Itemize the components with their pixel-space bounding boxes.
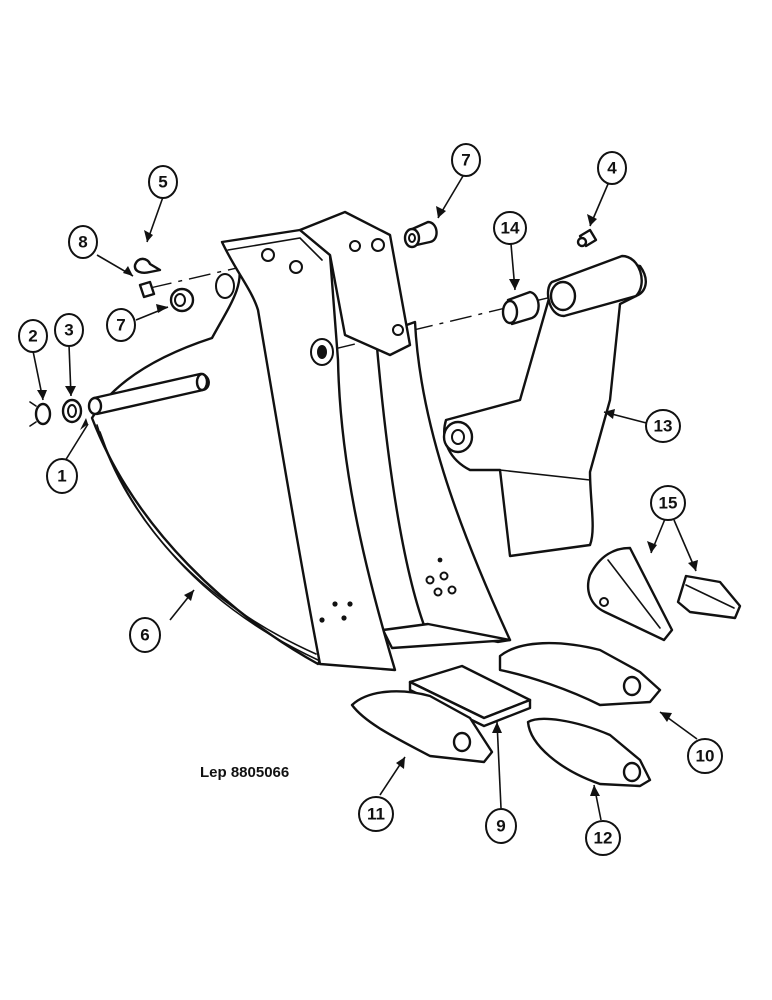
callout-4-label: 4 bbox=[607, 159, 617, 178]
plate-bolt-holes bbox=[319, 557, 457, 623]
ripper-shank bbox=[442, 254, 647, 558]
bucket-back-plate bbox=[374, 320, 512, 650]
callout-14: 14 bbox=[493, 211, 527, 245]
callout-13-label: 13 bbox=[654, 417, 673, 436]
callout-4: 4 bbox=[597, 151, 627, 185]
bucket-front-plate bbox=[220, 228, 397, 672]
adaptor bbox=[586, 546, 674, 642]
grease-fitting bbox=[576, 228, 598, 248]
callout-6: 6 bbox=[129, 617, 161, 653]
callout-2-label: 2 bbox=[28, 327, 37, 346]
pivot-pin bbox=[87, 372, 210, 416]
callout-15: 15 bbox=[650, 485, 686, 521]
arrowheads bbox=[37, 206, 698, 796]
callout-11-label: 11 bbox=[367, 805, 385, 824]
callout-8-label: 8 bbox=[78, 233, 87, 252]
callout-5: 5 bbox=[148, 165, 178, 199]
callout-11: 11 bbox=[358, 796, 394, 832]
callout-1-label: 1 bbox=[57, 467, 66, 486]
tooth-12 bbox=[526, 717, 652, 788]
tooth-11 bbox=[350, 690, 494, 764]
callout-10-label: 10 bbox=[696, 747, 715, 766]
callout-10: 10 bbox=[687, 738, 723, 774]
circlip bbox=[29, 401, 52, 427]
callout-7-lower-label: 7 bbox=[116, 316, 125, 335]
rear-mounting-lug bbox=[298, 210, 412, 357]
split-pin bbox=[133, 257, 162, 274]
bush-14 bbox=[501, 290, 540, 326]
callout-15-label: 15 bbox=[659, 494, 678, 513]
tooth-10 bbox=[498, 641, 662, 707]
callout-8: 8 bbox=[68, 225, 98, 259]
callout-14-label: 14 bbox=[501, 219, 520, 238]
callout-13: 13 bbox=[645, 409, 681, 443]
grease-nipple bbox=[138, 280, 156, 299]
callout-2: 2 bbox=[18, 319, 48, 353]
callout-9: 9 bbox=[485, 808, 517, 844]
washer bbox=[61, 398, 83, 424]
callout-9-label: 9 bbox=[496, 817, 505, 836]
callout-12: 12 bbox=[585, 820, 621, 856]
callout-12-label: 12 bbox=[594, 829, 613, 848]
bush-lower bbox=[169, 287, 195, 313]
bush-upper bbox=[403, 220, 438, 249]
callout-3-label: 3 bbox=[64, 321, 73, 340]
wear-plate bbox=[408, 664, 532, 728]
drawing-reference: Lep 8805066 bbox=[200, 764, 289, 781]
callout-7-upper: 7 bbox=[451, 143, 481, 177]
callout-7-upper-label: 7 bbox=[461, 151, 470, 170]
callout-1: 1 bbox=[46, 458, 78, 494]
callout-7-lower: 7 bbox=[106, 308, 136, 342]
callout-5-label: 5 bbox=[158, 173, 167, 192]
front-lug-holes bbox=[215, 248, 334, 366]
callout-6-label: 6 bbox=[140, 626, 149, 645]
small-tooth bbox=[676, 574, 742, 620]
callout-3: 3 bbox=[54, 313, 84, 347]
